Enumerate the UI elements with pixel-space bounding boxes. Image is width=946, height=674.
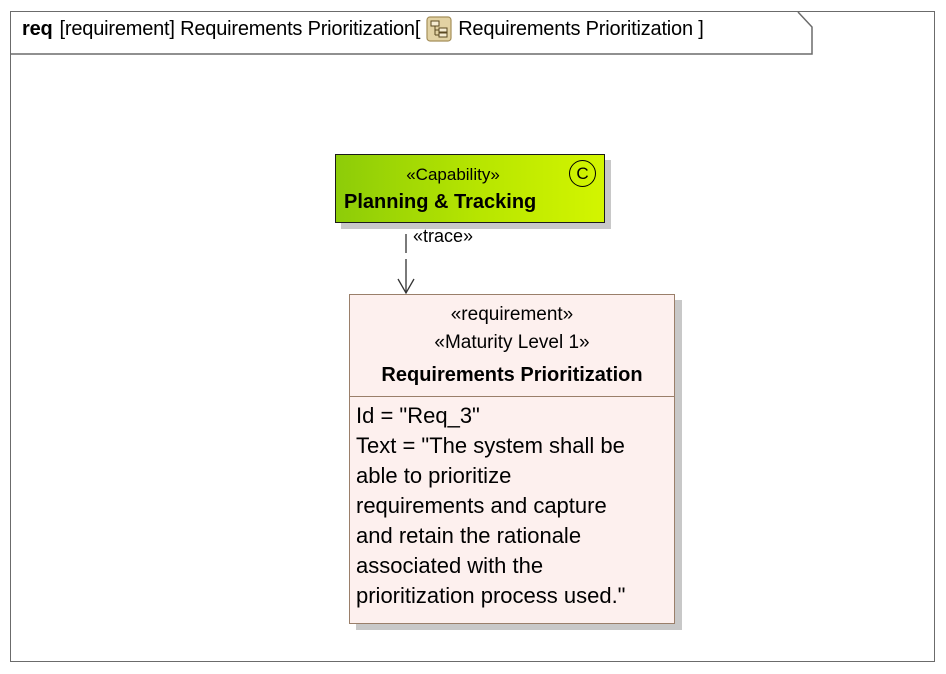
requirement-stereotype: «requirement» — [450, 304, 574, 325]
requirement-text-line: requirements and capture — [356, 493, 607, 518]
diagram-frame — [10, 11, 935, 662]
requirement-block[interactable]: «requirement» «Maturity Level 1» Require… — [349, 294, 675, 624]
maturity-stereotype: «Maturity Level 1» — [434, 332, 590, 353]
frame-title: req [requirement] Requirements Prioritiz… — [22, 15, 704, 43]
requirement-properties: Id = "Req_3" Text = "The system shall be… — [350, 397, 674, 611]
frame-title-prefix: [requirement] Requirements Prioritizatio… — [59, 17, 421, 40]
requirement-text-line: able to prioritize — [356, 463, 512, 488]
capability-c-icon: C — [569, 160, 596, 187]
capability-stereotype: «Capability» — [406, 165, 500, 184]
open-arrow-head — [397, 278, 415, 295]
requirement-id: Id = "Req_3" — [356, 403, 480, 428]
capability-block[interactable]: «Capability» Planning & Tracking C — [335, 154, 605, 223]
diagram-icon — [426, 16, 452, 42]
requirement-name: Requirements Prioritization — [381, 364, 643, 386]
requirement-text-line: Text = "The system shall be — [356, 433, 625, 458]
requirement-text-line: and retain the rationale — [356, 523, 582, 548]
frame-keyword: req — [22, 17, 53, 40]
requirement-header: «requirement» «Maturity Level 1» Require… — [350, 295, 674, 397]
frame-title-suffix: Requirements Prioritization ] — [458, 17, 704, 40]
capability-name: Planning & Tracking — [344, 191, 537, 213]
requirement-text-line: associated with the — [356, 553, 544, 578]
trace-label: «trace» — [413, 226, 474, 246]
requirement-text-line: prioritization process used." — [356, 583, 626, 608]
frame-name-tab — [10, 11, 813, 55]
